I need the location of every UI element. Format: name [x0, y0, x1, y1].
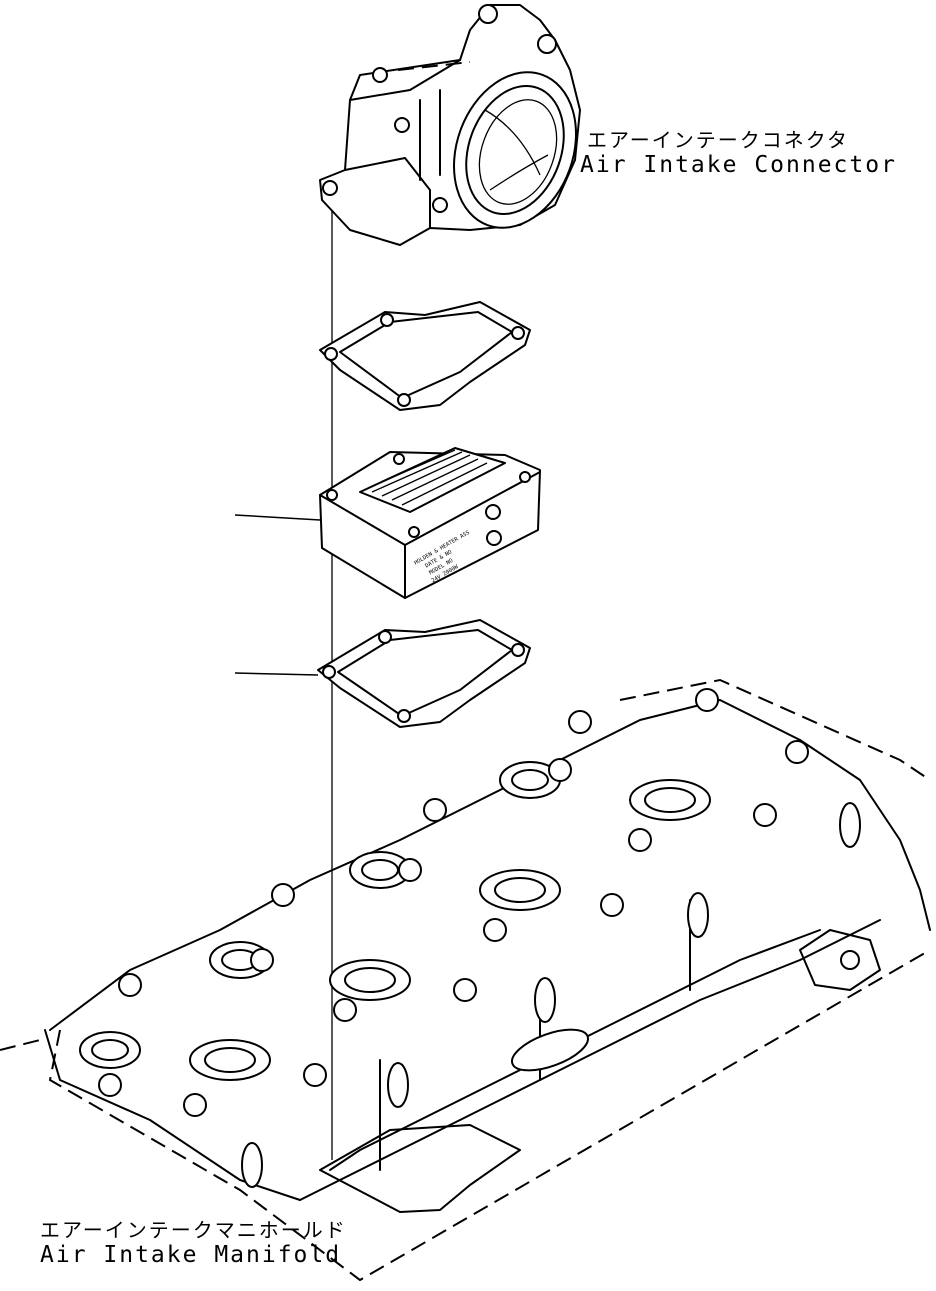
air-intake-connector-label-jp: エアーインテークコネクタ — [587, 128, 849, 152]
injector-ports — [241, 802, 861, 1188]
cylinder-3-bosses — [349, 851, 561, 911]
lower-gasket-part — [317, 619, 531, 728]
manifold-flange — [319, 1124, 521, 1213]
intake-heater-part: HOLDEN & HEATER ASS DATE & NO MODEL NO 2… — [319, 447, 541, 599]
air-intake-connector-label-en: Air Intake Connector — [580, 152, 897, 178]
air-intake-manifold-part — [0, 678, 931, 1282]
connector-bracket — [799, 929, 881, 991]
air-intake-manifold-label-en: Air Intake Manifold — [40, 1242, 342, 1268]
cylinder-4-bosses — [499, 761, 711, 821]
heater-leader-line — [234, 514, 321, 521]
heater-nameplate: HOLDEN & HEATER ASS DATE & NO MODEL NO 2… — [413, 530, 470, 584]
upper-gasket-part — [319, 301, 531, 411]
air-intake-connector-label: エアーインテークコネクタ Air Intake Connector — [580, 128, 897, 180]
gasket-leader-line — [234, 672, 319, 676]
air-intake-connector-part — [319, 4, 581, 246]
cover-plate — [511, 1028, 589, 1072]
cylinder-1-bosses — [79, 1031, 271, 1081]
cylinder-2-bosses — [209, 941, 411, 1001]
air-intake-manifold-label-jp: エアーインテークマニホールド — [40, 1218, 347, 1242]
head-bolts — [98, 688, 809, 1117]
air-intake-manifold-label: エアーインテークマニホールド Air Intake Manifold — [40, 1218, 347, 1270]
